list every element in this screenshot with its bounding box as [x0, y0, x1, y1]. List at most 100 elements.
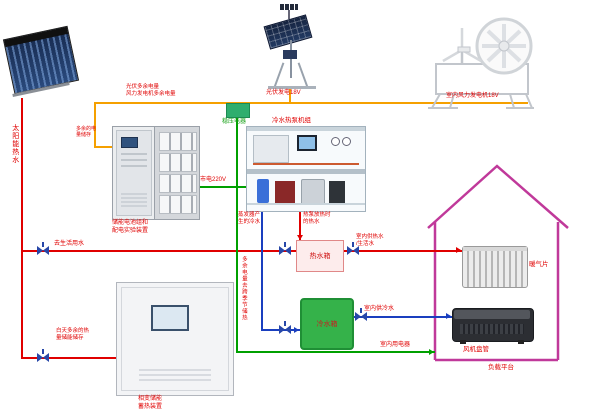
bench-gauge-icon [331, 137, 340, 146]
power-bus-horizontal [94, 102, 528, 104]
battery-shelf [159, 132, 197, 151]
bench-bottom-shelf [247, 203, 365, 205]
tracker-sensor-icon [280, 4, 298, 10]
pv-tracker [256, 4, 324, 92]
label-to-domestic-water: 去生活用水 [54, 241, 85, 247]
heat-pump-bench [246, 126, 366, 212]
cabinet-switch-row [121, 165, 147, 167]
bench-blue-pump [257, 179, 269, 203]
pcm-vents [139, 369, 211, 383]
tracker-pole [290, 40, 292, 78]
fan-coil-foot [518, 340, 524, 344]
valve-icon-domestic [37, 242, 49, 255]
cabinet-switch-row [121, 159, 147, 161]
label-indoor-appliances: 室内用电器 [380, 342, 411, 348]
cabinet-screen [121, 137, 138, 148]
battery-cabinet-right [154, 126, 200, 220]
cabinet-switch-row [121, 153, 147, 155]
radiator-unit [462, 246, 528, 288]
electric-line-to-house [236, 351, 435, 353]
pcm-inner-panel [121, 287, 229, 391]
tracker-leg-right [297, 62, 309, 88]
arrow-hot-into-tank [297, 235, 303, 240]
hot-line-bench-to-tank [299, 210, 301, 240]
label-day-surplus-heat: 白天多余的热 量储能储存 [56, 328, 90, 341]
label-mains-power: 市电220V [200, 177, 227, 183]
label-evaporator-cold: 蒸发器产 生的冷水 [238, 212, 261, 225]
tracker-base [268, 86, 316, 89]
label-voltage-stabilizer: 稳压电器 [222, 119, 247, 125]
cold-water-tank: 冷水箱 [300, 298, 354, 350]
valve-icon-hot-tank-out [347, 242, 359, 255]
hot-line-bottom [21, 357, 116, 359]
bench-monitor-icon [297, 135, 317, 151]
arrow-hot-to-radiator [456, 247, 461, 253]
power-bus-drop-cabinet [94, 102, 96, 148]
electric-line-main-vertical [236, 116, 238, 353]
label-wind-generation: 室内风力发电机18V [446, 93, 499, 99]
arrow-electric-to-house [429, 349, 434, 355]
fan-coil-grille [460, 324, 524, 334]
cold-line-tank-to-fancoil [350, 316, 452, 318]
wind-turbine-icon [442, 28, 482, 64]
bench-control-panel [253, 135, 289, 163]
cabinet-vents [121, 193, 147, 209]
house-outline [427, 164, 569, 362]
bench-compressor-red [275, 181, 295, 203]
valve-icon-cold-tank-in [279, 321, 291, 334]
bench-copper-pipe [253, 163, 359, 165]
battery-shelf [159, 174, 197, 193]
arrow-cold-into-tank [294, 327, 299, 333]
bench-gauge-icon [342, 137, 351, 146]
hot-line-domestic [21, 250, 296, 252]
radiator-top-bar [463, 247, 527, 251]
solar-collector-header [4, 26, 69, 48]
voltage-stabilizer-box [226, 103, 250, 118]
label-surplus-power-bus: 光伏多余电量 风力发电机多余电量 [126, 84, 176, 97]
label-fan-coil: 风机盘管 [463, 346, 489, 353]
hot-tank-label: 热水箱 [309, 253, 331, 260]
bench-vessel [301, 179, 325, 205]
valve-icon-hot-tank-in [279, 242, 291, 255]
tracker-control-box [283, 50, 297, 59]
label-pcm-cabinet: 相变储能 蓄热装置 [138, 396, 163, 410]
label-solar-hot-water: 太阳能热水 [11, 124, 19, 164]
fan-coil-foot [460, 340, 466, 344]
power-bus-into-cabinet [94, 146, 112, 148]
valve-icon-bottom [37, 349, 49, 362]
hot-line-left-vertical [21, 98, 23, 358]
cold-line-bench-vertical [261, 210, 263, 330]
fan-coil-unit [452, 308, 534, 344]
battery-shelf [159, 195, 197, 214]
tracker-leg-left [273, 62, 285, 88]
label-seasonal-storage: 多余电量去跨季节储热 [240, 256, 247, 321]
arrow-cold-to-fancoil [446, 313, 451, 319]
tracker-sensor-stem [288, 10, 290, 19]
label-heatpump-hot: 热泵放热时 的热水 [303, 212, 331, 225]
bench-dark-unit [329, 181, 345, 203]
label-battery-cabinet: 储能电池组和 配电实验装置 [112, 220, 149, 234]
label-indoor-hot: 室内供热水 /生活水 [356, 234, 384, 247]
label-load-platform: 负载平台 [488, 364, 514, 371]
tracker-panel [263, 14, 313, 50]
battery-cabinet-left [112, 126, 156, 220]
cold-tank-label: 冷水箱 [316, 321, 338, 328]
label-heat-pump-unit: 冷水热泵机组 [272, 117, 311, 124]
electric-line-mains [198, 186, 246, 188]
valve-icon-cold-tank-out [355, 308, 367, 321]
label-pv-generation: 光伏发电18V [266, 90, 301, 96]
hot-water-tank: 热水箱 [296, 240, 344, 272]
pcm-screen [151, 305, 189, 331]
hot-line-tank-to-radiator [342, 250, 462, 252]
power-bus-drop-pv [289, 88, 291, 104]
battery-shelf [159, 153, 197, 172]
label-radiator: 暖气片 [529, 261, 549, 268]
label-surplus-storage: 多余的电 量储存 [76, 126, 97, 139]
pcm-storage-cabinet [116, 282, 234, 396]
fan-coil-top-strip [454, 310, 530, 319]
label-indoor-cold: 室内供冷水 [364, 306, 395, 312]
bench-tabletop [247, 169, 365, 174]
solar-collector [2, 24, 82, 108]
wind-rig [428, 17, 534, 109]
